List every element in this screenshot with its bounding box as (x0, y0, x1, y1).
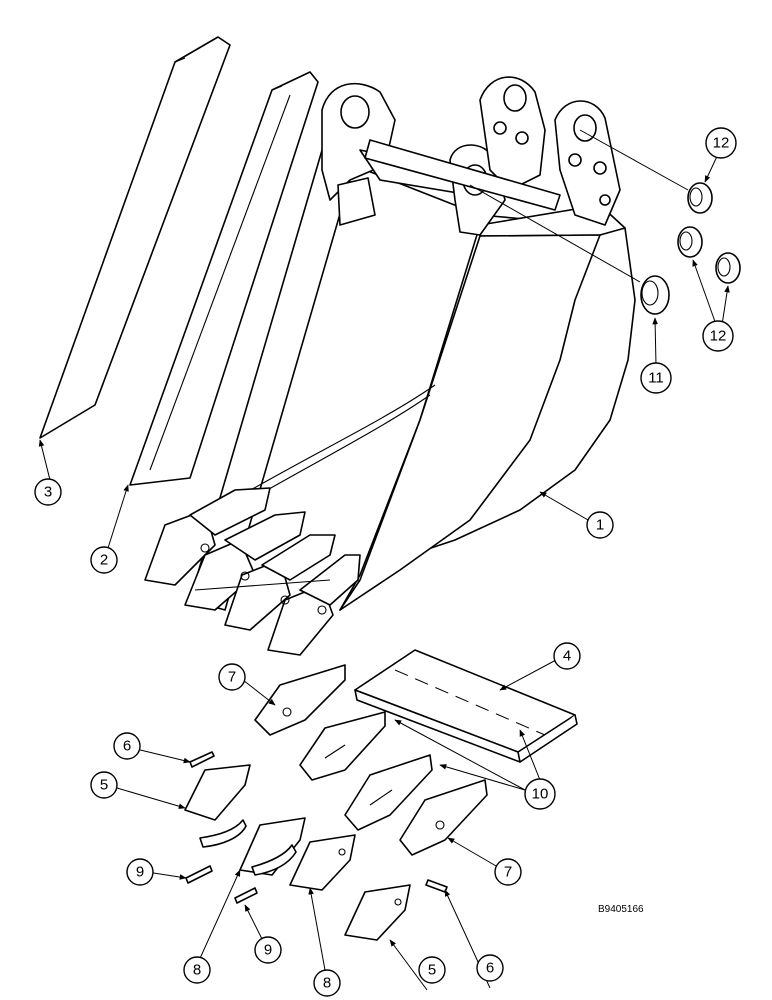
svg-text:5: 5 (100, 777, 108, 794)
pin-9-right (234, 887, 258, 904)
svg-text:8: 8 (323, 975, 331, 992)
svg-text:10: 10 (532, 786, 549, 803)
retainer-right (251, 844, 297, 876)
svg-text:12: 12 (713, 135, 730, 152)
callout-9-left: 9 (126, 858, 154, 886)
adapter-7-bottom (399, 779, 488, 856)
pin-9-left (185, 865, 213, 884)
svg-text:3: 3 (44, 484, 52, 501)
pin-6-lower (425, 879, 448, 893)
tooth-5-left (184, 764, 251, 821)
adapter-10-b (344, 754, 433, 831)
drawing-id: B9405166 (598, 904, 644, 915)
bushing-12-mid (677, 226, 703, 258)
bucket-body-1 (189, 76, 636, 611)
callout-5-right: 5 (418, 956, 446, 984)
callout-7-lower: 7 (494, 858, 522, 886)
bushing-11 (640, 275, 670, 315)
svg-text:1: 1 (596, 517, 604, 534)
side-plate-3 (39, 36, 231, 439)
callout-8-right: 8 (313, 969, 341, 997)
callout-12-bottom: 12 (702, 320, 734, 352)
svg-text:2: 2 (100, 552, 108, 569)
side-plate-2 (129, 71, 319, 486)
callout-5-left: 5 (90, 771, 118, 799)
tooth-8-b (289, 834, 356, 891)
bushing-12-top (687, 182, 713, 214)
svg-text:7: 7 (504, 864, 512, 881)
adapter-10-a (299, 711, 386, 781)
svg-text:9: 9 (136, 864, 144, 881)
callout-12-top: 12 (705, 127, 737, 159)
svg-text:6: 6 (486, 960, 494, 977)
leader-lines (38, 149, 730, 991)
callout-8-left: 8 (183, 956, 211, 984)
callout-4: 4 (553, 642, 581, 670)
callout-3: 3 (34, 478, 62, 506)
pin-6-upper (189, 751, 215, 768)
svg-text:12: 12 (710, 328, 727, 345)
svg-text:4: 4 (563, 648, 571, 665)
svg-text:11: 11 (648, 370, 664, 387)
tooth-8-a (239, 817, 306, 876)
svg-text:7: 7 (228, 669, 236, 686)
bucket-teeth (144, 487, 361, 656)
cutting-edge-4 (354, 649, 578, 763)
svg-text:6: 6 (123, 738, 131, 755)
callout-6-lower: 6 (476, 954, 504, 982)
retainer-left (199, 819, 247, 848)
callout-2: 2 (90, 546, 118, 574)
callout-7-upper: 7 (218, 663, 246, 691)
callout-11: 11 (640, 362, 672, 394)
bushing-12-right (715, 252, 741, 284)
callout-9-right: 9 (254, 936, 282, 964)
tooth-5-right (344, 884, 411, 941)
callout-6-upper: 6 (113, 732, 141, 760)
svg-text:5: 5 (428, 962, 436, 979)
adapter-7-top (254, 664, 346, 736)
svg-text:8: 8 (193, 962, 201, 979)
callout-10: 10 (524, 778, 556, 810)
svg-text:9: 9 (264, 942, 272, 959)
callout-1: 1 (586, 511, 614, 539)
